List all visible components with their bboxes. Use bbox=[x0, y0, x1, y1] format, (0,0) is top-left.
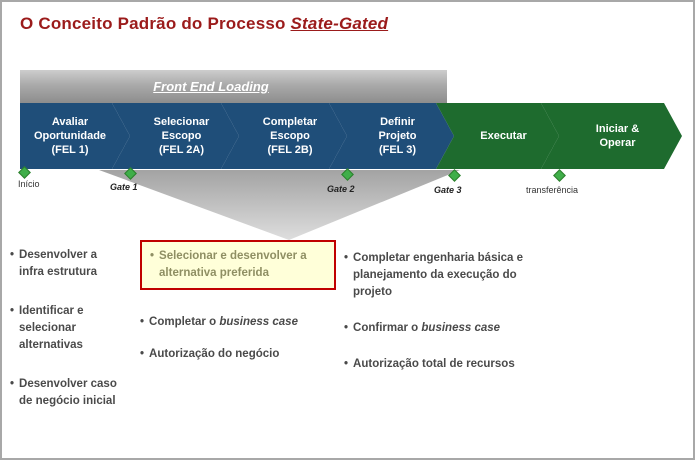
bullet-icon: • bbox=[344, 322, 349, 334]
process-step-label: Iniciar & Operar bbox=[595, 122, 640, 149]
list-item: • Autorização total de recursos bbox=[344, 356, 572, 373]
list-item: • Completar o business case bbox=[140, 314, 342, 331]
activity-text: Completar o business case bbox=[149, 314, 298, 331]
gate-label-inicio: Início bbox=[18, 179, 40, 189]
activity-text-italic: business case bbox=[219, 316, 298, 328]
bullet-icon: • bbox=[344, 252, 349, 264]
process-step-fel2a: Selecionar Escopo (FEL 2A) bbox=[112, 103, 239, 169]
process-step-fel3: Definir Projeto (FEL 3) bbox=[329, 103, 454, 169]
bullet-icon: • bbox=[10, 249, 15, 261]
fel1-activities: • Desenvolver a infra estrutura • Identi… bbox=[10, 247, 145, 432]
list-item: • Completar engenharia básica e planejam… bbox=[344, 250, 572, 301]
highlighted-activity-box: • Selecionar e desenvolver a alternativa… bbox=[140, 240, 336, 290]
activity-text: Identificar e selecionar alternativas bbox=[19, 305, 84, 351]
bullet-icon: • bbox=[140, 348, 145, 360]
process-step-label: Avaliar Oportunidade (FEL 1) bbox=[33, 115, 107, 157]
gate-label-gate2: Gate 2 bbox=[327, 184, 355, 194]
activity-text: Autorização total de recursos bbox=[353, 358, 515, 370]
bullet-icon: • bbox=[140, 316, 145, 328]
process-step-fel1: Avaliar Oportunidade (FEL 1) bbox=[20, 103, 130, 169]
activity-text-prefix: Confirmar o bbox=[353, 322, 422, 334]
milestone-diamond-icon bbox=[553, 169, 566, 182]
process-step-label: Definir Projeto (FEL 3) bbox=[378, 115, 417, 157]
process-step-label: Selecionar Escopo (FEL 2A) bbox=[153, 115, 210, 157]
bullet-icon: • bbox=[10, 305, 15, 317]
list-item: • Selecionar e desenvolver a alternativa… bbox=[150, 248, 326, 282]
front-end-loading-banner: Front End Loading bbox=[20, 70, 447, 103]
bullet-icon: • bbox=[344, 358, 349, 370]
page-title-prefix: O Conceito Padrão do Processo bbox=[20, 14, 291, 33]
bullet-icon: • bbox=[10, 378, 15, 390]
list-item: • Autorização do negócio bbox=[140, 346, 342, 363]
activity-text: Desenvolver caso de negócio inicial bbox=[19, 378, 117, 407]
activity-text: Selecionar e desenvolver a alternativa p… bbox=[159, 250, 307, 279]
process-step-label: Executar bbox=[480, 129, 527, 142]
process-step-iniciar-operar: Iniciar & Operar bbox=[541, 103, 682, 169]
front-end-loading-label: Front End Loading bbox=[153, 79, 269, 94]
activity-text: Confirmar o business case bbox=[353, 320, 500, 337]
milestone-diamond-icon bbox=[341, 168, 354, 181]
process-step-fel2b: Completar Escopo (FEL 2B) bbox=[221, 103, 347, 169]
list-item: • Identificar e selecionar alternativas bbox=[10, 303, 145, 354]
page-title: O Conceito Padrão do Processo State-Gate… bbox=[20, 14, 388, 34]
gate-label-gate1: Gate 1 bbox=[110, 182, 138, 192]
activity-text-prefix: Completar o bbox=[149, 316, 220, 328]
list-item: • Confirmar o business case bbox=[344, 320, 572, 337]
gate-label-gate3: Gate 3 bbox=[434, 185, 462, 195]
activity-text: Desenvolver a infra estrutura bbox=[19, 249, 98, 278]
milestone-diamond-icon bbox=[448, 169, 461, 182]
list-item: • Desenvolver a infra estrutura bbox=[10, 247, 145, 281]
page-title-emphasis: State-Gated bbox=[290, 14, 389, 33]
process-step-executar: Executar bbox=[436, 103, 559, 169]
activity-text-italic: business case bbox=[421, 322, 501, 334]
activity-text: Completar engenharia básica e planejamen… bbox=[353, 252, 524, 298]
fel2-activities: • Selecionar e desenvolver a alternativa… bbox=[140, 240, 342, 378]
bullet-icon: • bbox=[150, 250, 155, 262]
fel3-activities: • Completar engenharia básica e planejam… bbox=[344, 250, 572, 392]
milestone-diamond-icon bbox=[124, 167, 137, 180]
process-step-label: Completar Escopo (FEL 2B) bbox=[262, 115, 318, 157]
list-item: • Desenvolver caso de negócio inicial bbox=[10, 376, 145, 410]
activity-text: Autorização do negócio bbox=[149, 348, 280, 360]
gate-label-transferencia: transferência bbox=[526, 185, 579, 195]
